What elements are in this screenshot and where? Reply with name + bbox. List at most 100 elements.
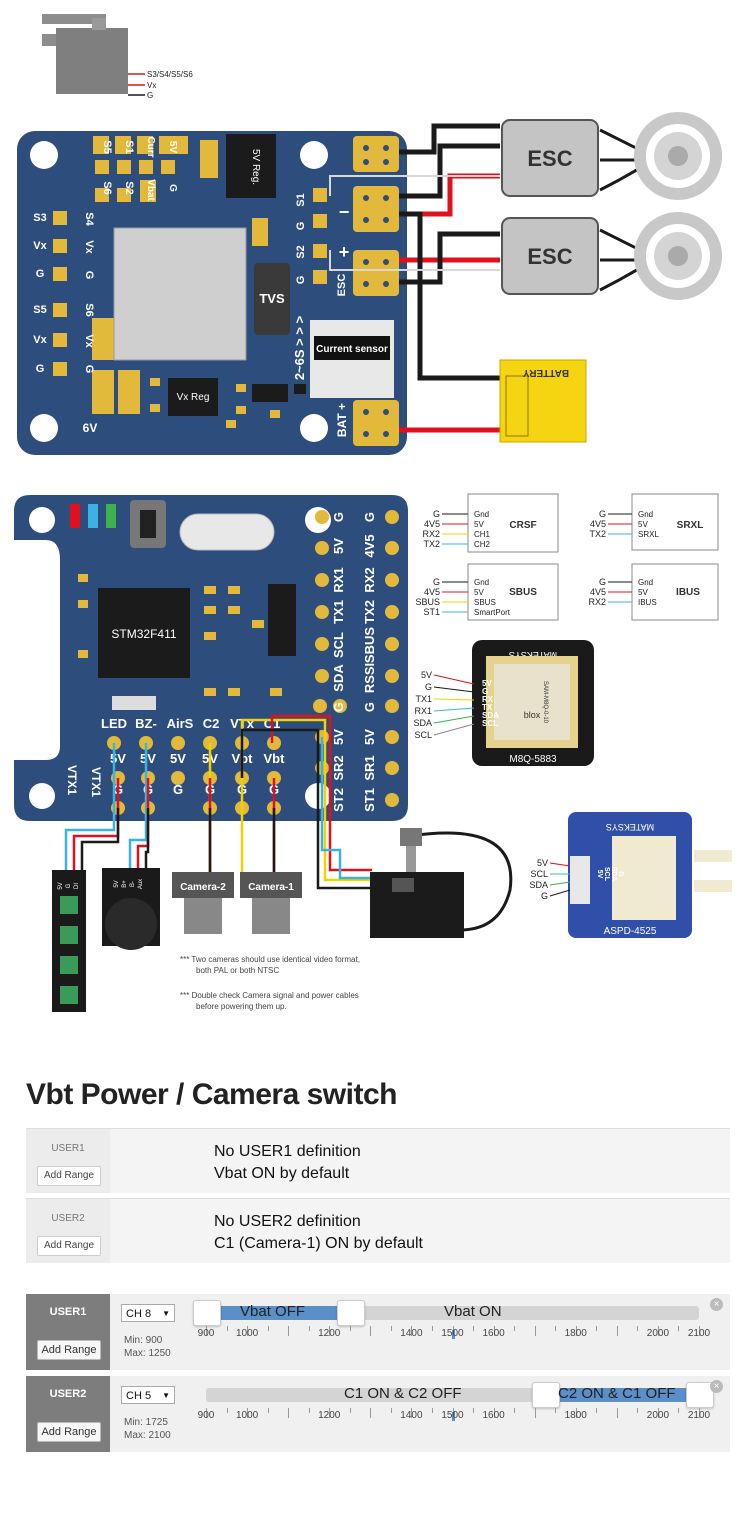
- battery-label: BATTERY: [523, 367, 569, 378]
- fc-r1-2: RX1: [331, 567, 346, 592]
- scale-tick: [534, 1326, 536, 1336]
- pdb-g2: G: [295, 276, 307, 285]
- led-pin-di: DI: [74, 883, 80, 889]
- scale-tick: [267, 1408, 269, 1413]
- left-pin-g-d: G: [83, 365, 95, 374]
- scale-tick: [493, 1408, 495, 1418]
- gps-left-0: 5V: [421, 670, 432, 680]
- scale-label: 900: [197, 1410, 215, 1421]
- scale-label: 1800: [564, 1410, 587, 1421]
- fc-g-2: G: [173, 782, 183, 797]
- scale-label: 2000: [646, 1328, 670, 1339]
- aspd-pin-0: 5V: [596, 870, 603, 879]
- scale-label: 1400: [400, 1410, 423, 1421]
- pdb-s1: S1: [295, 193, 307, 206]
- pdb-voltage-range: 2~6S > > >: [292, 315, 307, 380]
- scale-label: 1200: [318, 1328, 341, 1339]
- left-pin-vx-c: Vx: [33, 334, 47, 346]
- preset-user2-line-1: No USER2 definition: [214, 1213, 361, 1230]
- channel-position-marker: [451, 1330, 455, 1339]
- rx-crsf-l0: G: [433, 509, 440, 519]
- esc-2: ESC: [501, 217, 599, 295]
- pdb-s2: S2: [295, 245, 307, 258]
- servo-label-g: G: [147, 91, 153, 100]
- mode-user1-minmax: Min: 900 Max: 1250: [124, 1334, 171, 1360]
- mode-user1-min: Min: 900: [124, 1335, 163, 1346]
- scale-label: 2100: [687, 1328, 711, 1339]
- scale-tick: [226, 1408, 228, 1413]
- scale-tick: [308, 1326, 310, 1331]
- scale-tick: [226, 1326, 228, 1331]
- rx-crsf-l3: TX2: [423, 539, 440, 549]
- scale-tick: [514, 1408, 516, 1413]
- left-pin-g-a: G: [36, 268, 45, 280]
- mode-user1-max: Max: 1250: [124, 1348, 171, 1359]
- left-pin-g-b: G: [83, 271, 95, 280]
- rx-sbus-r3: SmartPort: [474, 608, 511, 617]
- rx-ibus-r0: Gnd: [638, 578, 653, 587]
- gps-pin-4: SDA: [482, 711, 499, 720]
- mode-user1-channel-select[interactable]: CH 8▼: [121, 1304, 175, 1322]
- battery-connector: BATTERY: [499, 359, 587, 443]
- fc-r1-8: SR2: [331, 755, 346, 780]
- rx-sbus-r0: Gnd: [474, 578, 489, 587]
- fc-b-led: LED: [101, 716, 127, 731]
- fc-r1-5: SDA: [331, 664, 346, 692]
- fc-vtx-vertical-2: VTX1: [89, 767, 103, 797]
- preset-user2-add-range-button[interactable]: Add Range: [37, 1236, 101, 1256]
- scale-tick: [699, 1326, 700, 1336]
- scale-tick: [411, 1408, 413, 1418]
- mode-user2-max-handle[interactable]: [686, 1382, 714, 1408]
- rx-sbus-name: SBUS: [509, 587, 537, 598]
- preset-user1-add-range-button[interactable]: Add Range: [37, 1166, 101, 1186]
- left-pin-s4: S4: [83, 212, 95, 226]
- fc-r1-1: 5V: [331, 538, 346, 554]
- aspd-pin-3: G: [617, 871, 624, 877]
- wiring-diagram: S3/S4/S5/S6 Vx G S5 S6 S1 S2 Curr Vbat 5…: [14, 14, 732, 1012]
- rx-crsf-r1: 5V: [474, 520, 484, 529]
- mode-user2-max: Max: 2100: [124, 1430, 171, 1441]
- mode-user1-max-handle[interactable]: [336, 1300, 365, 1326]
- mode-user1-add-range-button[interactable]: Add Range: [37, 1340, 101, 1360]
- mode-user1-min-handle[interactable]: [193, 1300, 221, 1326]
- scale-tick: [247, 1408, 249, 1418]
- scale-tick: [473, 1408, 475, 1413]
- mode-user2-channel-select[interactable]: CH 5▼: [121, 1386, 175, 1404]
- channel-position-marker: [451, 1412, 455, 1421]
- scale-label: 1000: [235, 1328, 259, 1339]
- left-pin-s6: S6: [83, 303, 95, 316]
- section-title: Vbt Power / Camera switch: [26, 1078, 397, 1111]
- top-pin-s5: S5: [101, 140, 113, 153]
- mode-user2-close-icon[interactable]: ×: [710, 1380, 723, 1393]
- fc-r1-7: 5V: [331, 729, 346, 745]
- fc-r2-1: 4V5: [362, 534, 377, 557]
- mode-user2-add-range-button[interactable]: Add Range: [37, 1422, 101, 1442]
- label-6v: 6V: [83, 421, 98, 435]
- scale-tick: [288, 1408, 290, 1418]
- mode-user2-name: USER2: [49, 1388, 87, 1400]
- left-pin-vx-b: Vx: [83, 240, 95, 254]
- mode-user1: USER1 Add Range CH 8▼ Min: 900 Max: 1250…: [26, 1294, 730, 1370]
- mode-user1-range-fill: [206, 1306, 350, 1320]
- aspd-left-0: 5V: [537, 858, 548, 868]
- pdb-g1: G: [295, 222, 307, 231]
- fc-r1-9: ST2: [331, 788, 346, 812]
- mode-user2: USER2 Add Range CH 5▼ Min: 1725 Max: 210…: [26, 1376, 730, 1452]
- led-pin-5v: 5V: [58, 882, 64, 889]
- fc-r2-0: G: [362, 512, 377, 522]
- gps-left-4: SDA: [413, 718, 432, 728]
- rx-ibus-r1: 5V: [638, 588, 648, 597]
- rx-crsf-r2: CH1: [474, 530, 491, 539]
- mode-user2-min-handle[interactable]: [531, 1382, 560, 1408]
- gps-pin-1: G: [482, 687, 488, 696]
- gps-left-1: G: [425, 682, 432, 692]
- rx-ibus-l1: 4V5: [590, 587, 606, 597]
- left-pin-s5: S5: [33, 304, 46, 316]
- pdb-minus-sign: −: [339, 202, 350, 222]
- mode-user1-close-icon[interactable]: ×: [710, 1298, 723, 1311]
- led-pin-g: G: [66, 883, 72, 888]
- scale-tick: [657, 1326, 659, 1336]
- fc-b2-1: 5V: [140, 751, 156, 766]
- mode-user2-ticks: [206, 1408, 700, 1422]
